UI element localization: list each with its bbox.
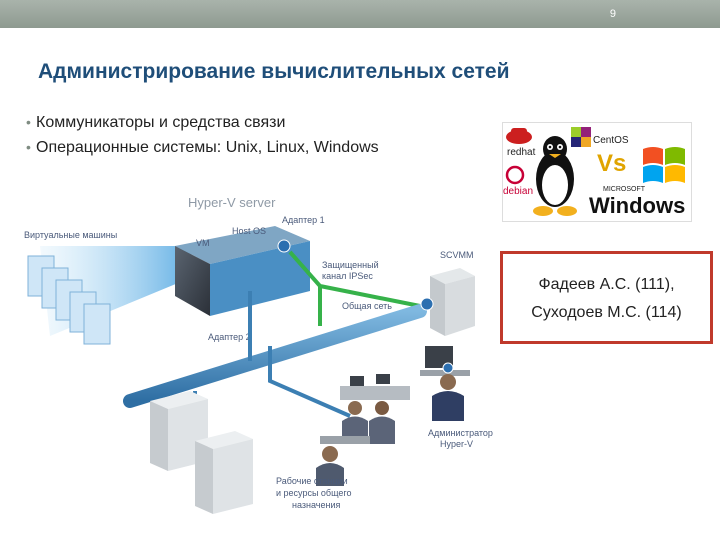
virtual-machines-label: Виртуальные машины (24, 230, 117, 240)
admin-workstation-icon (420, 346, 470, 421)
bullet-text: Коммуникаторы и средства связи (36, 114, 286, 131)
workstations-cluster-icon (316, 374, 410, 486)
centos-logo-icon: CentOS (571, 127, 629, 147)
author-name: Фадеев А.С. (111), (538, 276, 675, 293)
shared-network-label: Общая сеть (342, 301, 392, 311)
admin-label: Администратор (428, 428, 493, 438)
tux-penguin-icon (533, 136, 577, 216)
secure-channel-label: Защищенный (322, 260, 379, 270)
slide-title: Администрирование вычислительных сетей (38, 60, 510, 83)
workstations-label: Рабочие станции (276, 476, 348, 486)
author-name: Суходоев М.С. (114) (531, 304, 682, 321)
adapter2-label: Адаптер 2 (208, 332, 251, 342)
bullet-dot-icon: • (26, 139, 31, 155)
workstations-label-2: и ресурсы общего (276, 488, 351, 498)
debian-logo-icon: debian (503, 165, 533, 197)
centos-text: CentOS (593, 135, 629, 146)
adapter1-label: Адаптер 1 (282, 215, 325, 225)
versus-text: Vs (597, 150, 626, 177)
hyperv-server-label: Hyper-V server (188, 195, 276, 210)
bullet-list: • Коммуникаторы и средства связи • Операци… (26, 110, 379, 160)
slide-number: 9 (609, 8, 616, 20)
shared-network-pipe (123, 304, 427, 408)
windows-flag-icon (643, 147, 685, 183)
redhat-text: redhat (507, 147, 536, 158)
bullet-dot-icon: • (26, 114, 31, 130)
vm-label: VM (196, 238, 210, 248)
network-diagram: Hyper-V server Адаптер 1 Виртуальные маш… (20, 186, 520, 536)
virtual-machines-stack (27, 255, 111, 345)
debian-text: debian (503, 186, 533, 197)
hyperv-server-icon: VM Host OS (175, 226, 310, 316)
os-logos-image: redhat debian CentOS Vs (502, 122, 692, 222)
windows-text: Windows (589, 193, 685, 218)
host-os-label: Host OS (232, 226, 266, 236)
redhat-logo-icon: redhat (506, 128, 536, 158)
header-bar: 9 (0, 0, 720, 28)
bullet-item: • Коммуникаторы и средства связи (26, 110, 379, 135)
scvmm-label: SCVMM (440, 250, 474, 260)
authors-box: Фадеев А.С. (111), Суходоев М.С. (114) (500, 251, 713, 344)
bullet-item: • Операционные системы: Unix, Linux, Wind… (26, 135, 379, 160)
microsoft-text: MICROSOFT (603, 186, 646, 193)
server-towers-icon (150, 391, 253, 514)
secure-channel-label-2: канал IPSec (322, 271, 373, 281)
workstations-label-3: назначения (292, 500, 340, 510)
admin-label-2: Hyper-V (440, 439, 473, 449)
bullet-text: Операционные системы: Unix, Linux, Windo… (36, 139, 379, 156)
scvmm-server-icon (420, 268, 475, 336)
